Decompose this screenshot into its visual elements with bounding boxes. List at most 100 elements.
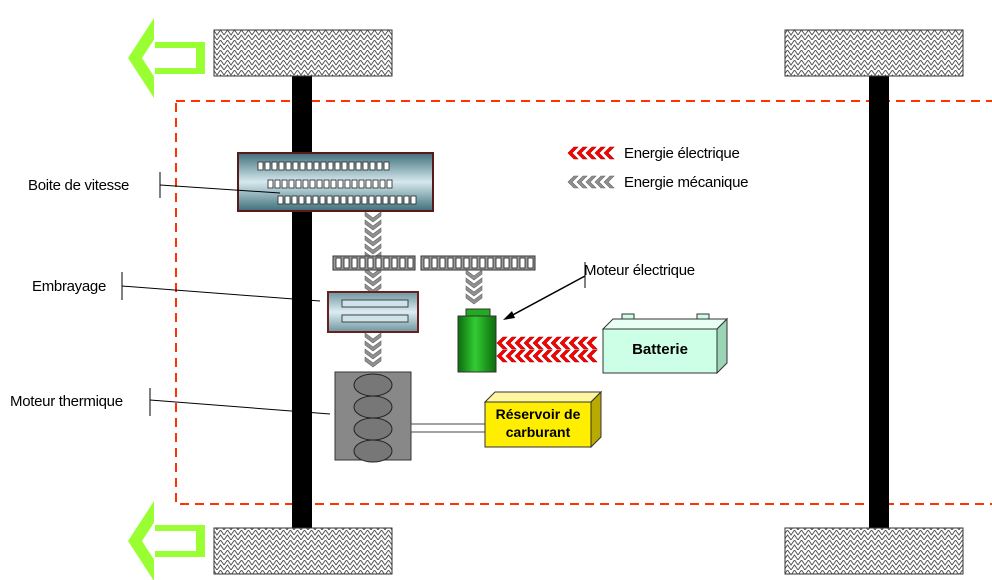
gearbox-gear-tooth [403,195,410,205]
gearbox-gear-tooth [348,161,355,171]
mechanical-chevron [465,269,483,281]
mechanical-chevron [585,175,597,189]
gearbox-gears [257,161,417,205]
electric-chevron [550,336,562,350]
electric-chevron [559,336,571,350]
mechanical-chevron [364,243,382,255]
gear-tooth [471,257,478,269]
gear-tooth [335,257,342,269]
clutch-leader-line [121,285,321,302]
gear-tooth [423,257,430,269]
gear-tooth [447,257,454,269]
electric-chevron [577,336,589,350]
clutch-label: Embrayage [32,278,107,295]
electric-chevron [568,349,580,363]
electric-chevron [568,336,580,350]
electric-chevron [559,349,571,363]
gearbox-gear-tooth [365,179,372,189]
gear-tooth [431,257,438,269]
electric-chevron [496,349,508,363]
gearbox-gear-tooth [340,195,347,205]
gearbox-gear-tooth [341,161,348,171]
mechanical-energy-shaft-motor [465,269,483,305]
gearbox-gear-tooth [281,179,288,189]
gearbox-leader-line [159,184,281,194]
gear-tooth [503,257,510,269]
mechanical-chevron [364,340,382,352]
clutch-block [327,291,419,333]
electric-chevron [496,336,508,350]
electric-chevron [576,146,588,160]
gearbox-gear-tooth [361,195,368,205]
gear-tooth [383,257,390,269]
engine-cylinder-icon [353,439,393,463]
mechanical-energy-shaft [364,211,382,368]
fuel-line [410,423,486,433]
gearbox-gear-tooth [362,161,369,171]
gearbox-gear-tooth [295,179,302,189]
electric-chevron [541,336,553,350]
gearbox-gear-tooth [277,195,284,205]
gearbox-gear-tooth [292,161,299,171]
gearbox-gear-tooth [327,161,334,171]
gearbox-gear-tooth [347,195,354,205]
mechanical-chevron [576,175,588,189]
gearbox-gear-tooth [291,195,298,205]
gearbox-gear-tooth [306,161,313,171]
mechanical-chevron [603,175,615,189]
battery-label: Batterie [632,341,688,358]
gearbox-gear-tooth [383,161,390,171]
gear-tooth [463,257,470,269]
gear-tooth [359,257,366,269]
gear-tooth [375,257,382,269]
clutch-disc [341,314,409,323]
legend-electric-label: Energie électrique [624,145,740,162]
mechanical-chevron [465,277,483,289]
engine-cylinder-icon [353,417,393,441]
vehicle-boundary [175,100,992,505]
gearbox-gear-tooth [320,161,327,171]
gearbox-gear-tooth [309,179,316,189]
fuel-tank-side [590,390,602,449]
gearbox-gear-tooth [313,161,320,171]
gear-tooth [495,257,502,269]
gearbox-gear-tooth [264,161,271,171]
gear-train [332,255,536,271]
gearbox-gear-tooth [323,179,330,189]
front-axle [292,76,312,528]
electric-chevron [514,349,526,363]
gearbox-gear-tooth [396,195,403,205]
gearbox-gear-tooth [274,179,281,189]
gear-rack [420,255,536,271]
electric-motor-block [457,315,497,373]
gearbox-gear-tooth [344,179,351,189]
forward-arrow-icon-inner [142,521,196,561]
gearbox-gear-tooth [330,179,337,189]
fuel-tank-top [483,391,603,403]
gearbox-gear-tooth [355,161,362,171]
gearbox-gear-tooth [410,195,417,205]
mechanical-chevron [364,348,382,360]
battery-top [601,318,729,330]
gearbox-gear-tooth [299,161,306,171]
motor-leader-arrowhead [503,311,515,320]
battery-block [602,328,718,374]
gearbox-gear-tooth [375,195,382,205]
mechanical-chevron [364,219,382,231]
electric-chevron [514,336,526,350]
wheel-icon [784,527,964,575]
electric-chevron [541,349,553,363]
gearbox-gear-tooth [382,195,389,205]
gearbox-label: Boite de vitesse [28,177,130,194]
gearbox-gear-tooth [316,179,323,189]
gearbox-gear-tooth [312,195,319,205]
motor-leader-line [506,275,586,319]
mechanical-chevron [364,267,382,279]
engine-cylinder-icon [353,373,393,397]
gearbox-gear-tooth [337,179,344,189]
forward-arrow-icon-inner [142,38,196,78]
gearbox-gear-tooth [376,161,383,171]
wheel-icon [213,29,393,77]
electric-chevron [505,349,517,363]
clutch-disc [341,299,409,308]
